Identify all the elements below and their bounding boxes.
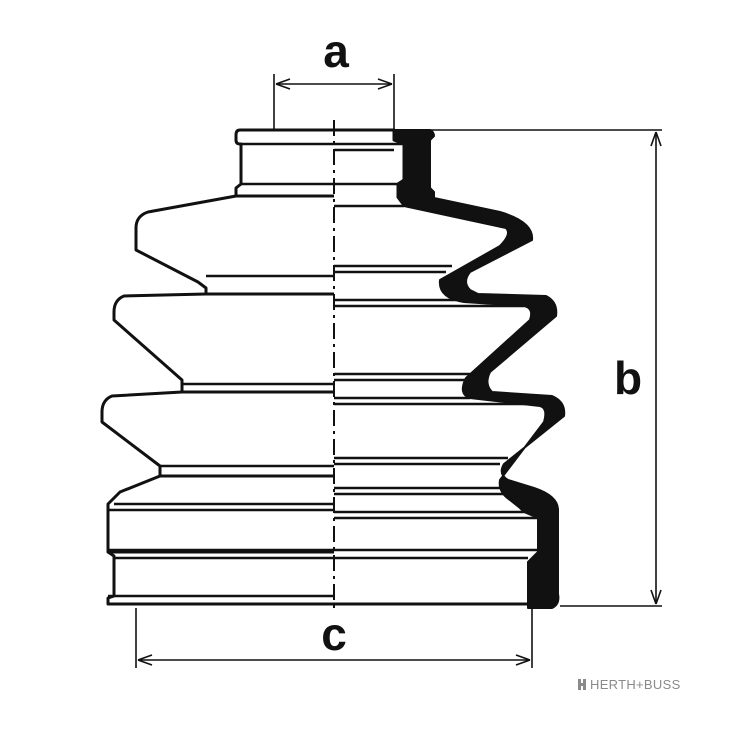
brand-icon xyxy=(578,679,586,690)
brand-logo: HERTH+BUSS xyxy=(578,677,681,692)
dimension-a-label: a xyxy=(323,25,349,77)
dimension-b xyxy=(430,129,662,607)
dimension-c-label: c xyxy=(321,608,347,660)
dimension-a xyxy=(273,74,395,130)
left-ridge-lines xyxy=(108,142,334,598)
right-ridge-lines xyxy=(334,142,538,560)
dimension-c xyxy=(135,608,533,668)
boot-left-outline xyxy=(100,128,334,606)
boot-section-wall xyxy=(393,129,566,609)
brand-text: HERTH+BUSS xyxy=(590,677,681,692)
dimension-b-label: b xyxy=(614,352,642,404)
